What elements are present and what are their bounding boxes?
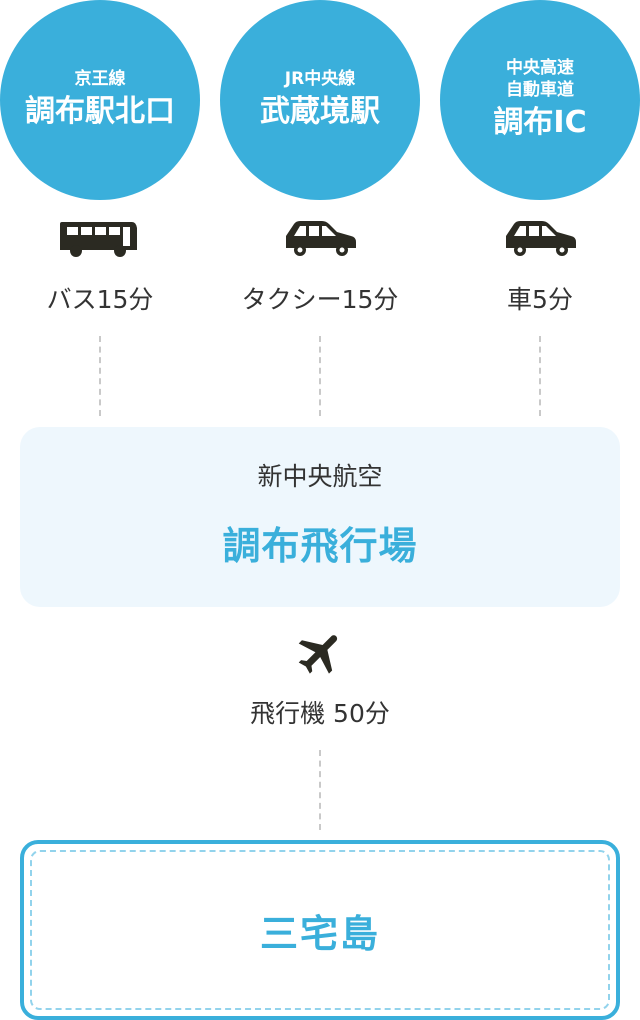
origin-line-label: 中央高速 [506, 58, 574, 78]
origin-line-label: 自動車道 [506, 80, 574, 100]
origin-name: 調布IC [493, 105, 587, 140]
destination-name: 三宅島 [259, 911, 380, 956]
connector-line [99, 336, 101, 416]
destination-inner: 三宅島 [30, 850, 610, 1010]
origin-name: 武蔵境駅 [260, 94, 380, 129]
airplane-icon [298, 635, 338, 674]
origin-name: 調布駅北口 [25, 94, 175, 129]
car-icon [506, 221, 576, 256]
connector-line [319, 750, 321, 830]
bus-icon [60, 222, 137, 257]
airport-name: 調布飛行場 [222, 524, 418, 568]
hub-airport: 新中央航空 調布飛行場 [20, 427, 620, 607]
origin-chofu-station: 京王線 調布駅北口 [0, 0, 200, 200]
origin-musashisakai-station: JR中央線 武蔵境駅 [220, 0, 420, 200]
origin-chofu-ic: 中央高速 自動車道 調布IC [440, 0, 640, 200]
travel-time-label: 車5分 [507, 285, 573, 314]
car-icon [286, 221, 356, 256]
destination-box: 三宅島 [20, 840, 620, 1020]
origin-line-label: JR中央線 [284, 69, 356, 89]
connector-line [319, 336, 321, 416]
origin-line-label: 京王線 [74, 69, 126, 89]
airline-name: 新中央航空 [257, 462, 383, 491]
connector-line [539, 336, 541, 416]
flight-time-label: 飛行機 50分 [250, 699, 390, 728]
travel-time-label: タクシー15分 [241, 285, 399, 314]
travel-time-label: バス15分 [46, 285, 154, 314]
